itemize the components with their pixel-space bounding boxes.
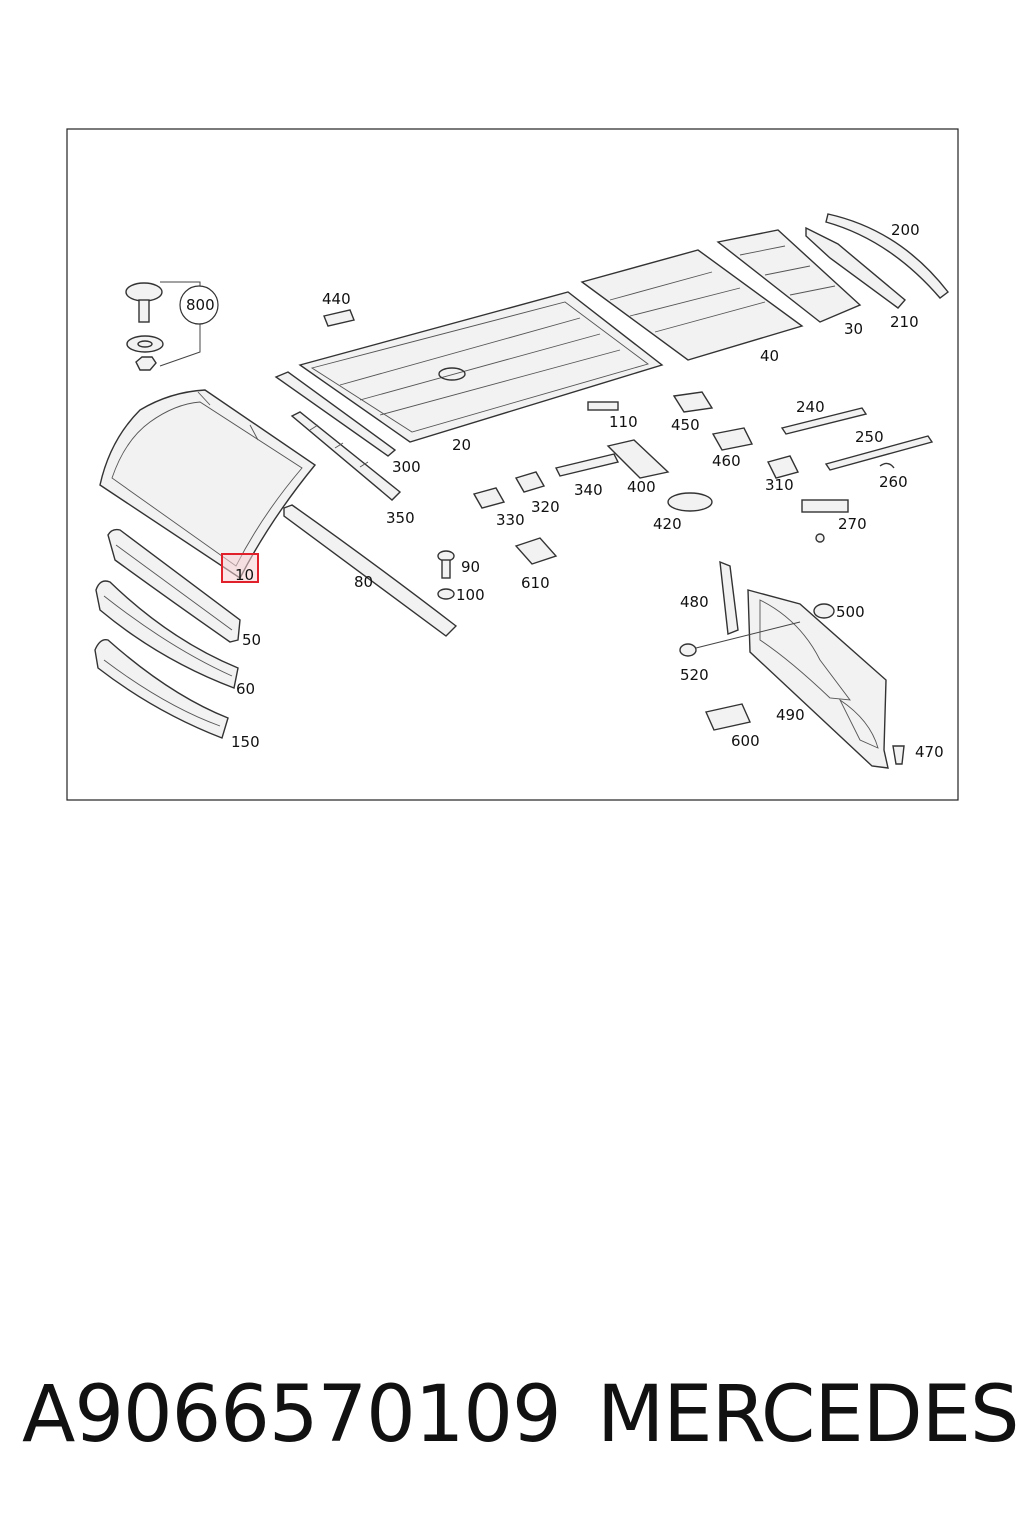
diagram-frame	[66, 128, 959, 801]
caption: A9066570109 MERCEDES	[0, 1370, 1024, 1470]
part-490-panel	[747, 589, 889, 769]
callout-320: 320	[531, 498, 560, 516]
part-320-bracket	[514, 471, 546, 493]
part-600-plate	[705, 703, 751, 731]
part-500-grommet	[813, 603, 835, 619]
part-610-pad	[514, 537, 558, 565]
callout-110: 110	[609, 413, 638, 431]
parts-diagram: 10 20 30 40 50 60 80 90 100 110 150 200 …	[66, 128, 959, 801]
part-450-bracket	[672, 391, 714, 413]
callout-450: 450	[671, 416, 700, 434]
callout-270: 270	[838, 515, 867, 533]
part-520-screw	[679, 621, 801, 657]
callout-340: 340	[574, 481, 603, 499]
part-90-bolt	[437, 550, 455, 579]
part-80-rail	[283, 504, 458, 637]
callout-330: 330	[496, 511, 525, 529]
callout-30: 30	[844, 320, 863, 338]
callout-300: 300	[392, 458, 421, 476]
part-100-washer	[437, 588, 455, 600]
part-number: A9066570109	[22, 1370, 562, 1460]
callout-200: 200	[891, 221, 920, 239]
part-800-fastener-set	[125, 281, 219, 371]
part-260-clip	[879, 462, 895, 469]
callout-250: 250	[855, 428, 884, 446]
callout-150: 150	[231, 733, 260, 751]
part-10-windshield	[99, 389, 317, 580]
part-300-side-rail	[274, 371, 397, 457]
callout-50: 50	[242, 631, 261, 649]
callout-210: 210	[890, 313, 919, 331]
part-460-hinge	[711, 427, 754, 451]
callout-80: 80	[354, 573, 373, 591]
callout-90: 90	[461, 558, 480, 576]
callout-100: 100	[456, 586, 485, 604]
callout-420: 420	[653, 515, 682, 533]
part-20-roof-panel	[298, 291, 664, 443]
part-60-trim	[95, 580, 239, 689]
part-480-bracket	[719, 560, 739, 635]
part-110-clip	[587, 401, 619, 411]
part-340-tube	[554, 453, 620, 477]
callout-10: 10	[235, 566, 254, 584]
part-350-bracket-strip	[290, 411, 402, 501]
callout-800: 800	[186, 296, 215, 314]
callout-310: 310	[765, 476, 794, 494]
highlight-box-10	[221, 553, 259, 583]
part-270-tube	[801, 499, 849, 543]
part-400-bracket	[606, 439, 670, 479]
callout-60: 60	[236, 680, 255, 698]
callout-500: 500	[836, 603, 865, 621]
callout-bubble-800	[179, 285, 219, 325]
callout-520: 520	[680, 666, 709, 684]
part-200-rear-header	[805, 213, 949, 309]
callout-350: 350	[386, 509, 415, 527]
callout-260: 260	[879, 473, 908, 491]
part-40-roof-section	[580, 249, 804, 361]
callout-400: 400	[627, 478, 656, 496]
part-310-bracket	[766, 455, 800, 479]
part-250-strip	[824, 435, 934, 471]
callout-20: 20	[452, 436, 471, 454]
part-240-strip	[780, 407, 868, 435]
callout-490: 490	[776, 706, 805, 724]
callout-610: 610	[521, 574, 550, 592]
brand-name: MERCEDES	[597, 1370, 1019, 1460]
callout-480: 480	[680, 593, 709, 611]
callout-240: 240	[796, 398, 825, 416]
callout-40: 40	[760, 347, 779, 365]
part-440-clip	[323, 309, 355, 327]
part-150-trim	[94, 639, 229, 739]
callout-470: 470	[915, 743, 944, 761]
part-330-bracket	[472, 487, 506, 509]
part-470-clip	[892, 745, 905, 765]
callout-600: 600	[731, 732, 760, 750]
part-50-trim	[107, 528, 241, 643]
part-420-plate	[667, 492, 713, 512]
callout-460: 460	[712, 452, 741, 470]
part-30-rear-frame	[716, 229, 862, 323]
callout-440: 440	[322, 290, 351, 308]
